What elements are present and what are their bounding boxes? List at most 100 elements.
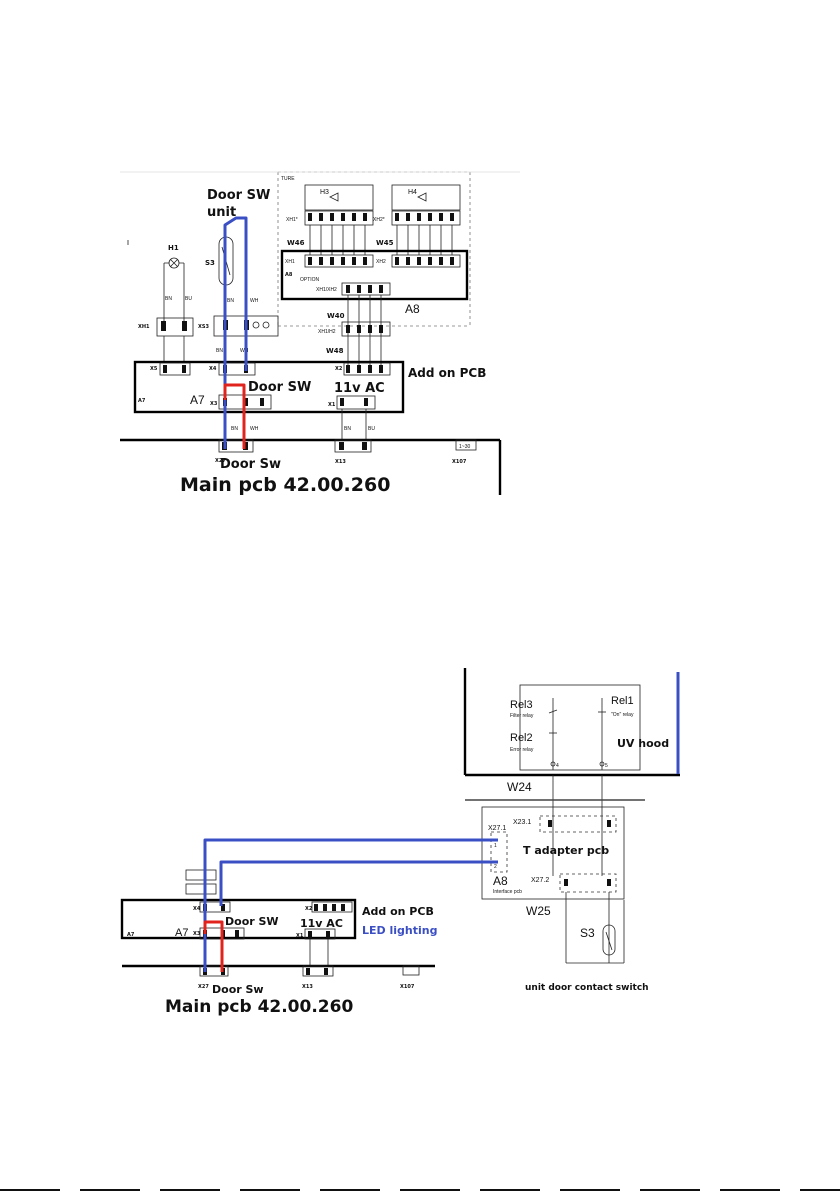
- t-adapter-pcb-box: [481, 806, 625, 900]
- a7-small-label-bottom: A7: [127, 932, 135, 938]
- x3-label: X3: [210, 401, 218, 407]
- a7-small-label-top: A7: [138, 398, 146, 404]
- pin4-label: 4: [556, 763, 559, 769]
- ture-label: TURE: [281, 176, 295, 182]
- add-on-pcb-board-top: [133, 360, 405, 414]
- xh1h2-label: XH1/H2: [318, 329, 336, 335]
- s3-label-top: S3: [205, 259, 215, 267]
- svg-text:1: 1: [494, 843, 497, 849]
- top-diagram: TURE H3 H4 XH1* XH2*: [120, 171, 520, 496]
- x2-label-bottom: X2: [305, 906, 313, 912]
- h4-lamp-box: [391, 184, 461, 211]
- h4-led-icon: [417, 192, 427, 202]
- xs3-label: XS3: [198, 324, 209, 330]
- door-sw-blue-wire-2-bottom: [219, 860, 498, 906]
- unit-door-contact-switch-label: unit door contact switch: [525, 983, 649, 993]
- h1-label: H1: [168, 244, 179, 252]
- rel3-label: Rel3: [510, 699, 533, 711]
- door-sw-low-label-bottom: Door Sw: [212, 983, 264, 996]
- t-adapter-label: T adapter pcb: [523, 844, 609, 857]
- x27-2-label: X27.2: [531, 877, 549, 884]
- xs3-bn-label: BN: [216, 348, 223, 354]
- door-sw-label-top: Door SW: [248, 380, 311, 395]
- x2-label: X2: [335, 366, 343, 372]
- a8-small-label: A8: [285, 272, 293, 278]
- w25-label: W25: [526, 904, 551, 918]
- x3-wh-label: WH: [250, 426, 259, 432]
- s3-label-bottom: S3: [580, 926, 595, 940]
- x107-label-bottom: X107: [400, 984, 415, 990]
- door-sw-low-label-top: Door Sw: [220, 457, 281, 472]
- h1-bu-label: BU: [185, 296, 192, 302]
- a8-label-bottom: A8: [493, 874, 508, 888]
- main-pcb-label-bottom: Main pcb 42.00.260: [165, 997, 353, 1017]
- h4-label: H4: [408, 189, 417, 196]
- door-sw-red-wire-top: [223, 383, 246, 449]
- pin5-label: 5: [605, 763, 608, 769]
- door-sw-label-bottom: Door SW: [225, 915, 279, 928]
- w45-label: W45: [376, 239, 394, 247]
- x13-label-bottom: X13: [302, 984, 313, 990]
- x13-label-top: X13: [335, 459, 346, 465]
- a7-big-label-bottom: A7: [175, 927, 188, 939]
- uv-hood-label: UV hood: [617, 737, 669, 750]
- xh2star-label: XH2*: [373, 217, 385, 223]
- main-pcb-label-top: Main pcb 42.00.260: [180, 474, 390, 496]
- rel2-sub-label: Error relay: [510, 747, 534, 753]
- svg-text:2: 2: [494, 864, 497, 870]
- xh1xh2-label: XH1/XH2: [316, 287, 337, 293]
- rel3-sub-label: Filter relay: [510, 713, 534, 719]
- x3-bn-label: BN: [231, 426, 238, 432]
- door-sw-blue-wire-1-bottom: [203, 838, 498, 972]
- h3-label: H3: [320, 189, 329, 196]
- x4-label-bottom: X4: [193, 906, 201, 912]
- xh1star-label: XH1*: [286, 217, 298, 223]
- add-on-pcb-label-top: Add on PCB: [408, 366, 486, 380]
- option-label: OPTION: [300, 277, 320, 283]
- s3-wh-label: WH: [250, 298, 259, 304]
- rel2-label: Rel2: [510, 732, 533, 744]
- s3-switch-icon-bottom: [602, 924, 616, 956]
- 11v-ac-label-top: 11v AC: [334, 381, 385, 396]
- led-lighting-label: LED lighting: [362, 924, 437, 937]
- w24-label: W24: [507, 780, 532, 794]
- x1-bn-label: BN: [344, 426, 351, 432]
- x5-label: X5: [150, 366, 158, 372]
- x27-label-top: X27: [215, 458, 226, 464]
- x1-bu-label: BU: [368, 426, 375, 432]
- uv-hood-relay-frame: [519, 684, 641, 771]
- s3-bn-label: BN: [227, 298, 234, 304]
- w46-label: W46: [287, 239, 305, 247]
- add-on-pcb-label-bottom: Add on PCB: [362, 905, 434, 918]
- interface-pcb-label: Interface pcb: [493, 889, 522, 895]
- h1-bn-label: BN: [165, 296, 172, 302]
- rel1-label: Rel1: [611, 695, 634, 707]
- 11v-ac-label-bottom: 11v AC: [300, 917, 343, 930]
- x27-label-bottom: X27: [198, 984, 209, 990]
- x107-label-top: X107: [452, 459, 467, 465]
- x1-label-bottom: X1: [296, 933, 304, 939]
- bottom-diagram: Rel3 Filter relay Rel1 "On" relay Rel2 E…: [120, 668, 680, 1017]
- x3-label-bottom: X3: [193, 931, 201, 937]
- a8-big-label: A8: [405, 302, 420, 316]
- h3-led-icon: [329, 192, 339, 202]
- x4-label: X4: [209, 366, 217, 372]
- xh1-label: XH1: [285, 259, 295, 265]
- x23-1-label: X23.1: [513, 819, 531, 826]
- a8-option-board: [280, 249, 469, 301]
- door-sw-unit-line1: Door SW: [207, 188, 270, 203]
- door-sw-red-wire-bottom: [203, 920, 224, 972]
- xs3-wh-label: WH: [240, 348, 249, 354]
- rel1-sub-label: "On" relay: [611, 712, 634, 718]
- add-on-pcb-board-bottom: [120, 898, 357, 940]
- a7-big-label-top: A7: [190, 393, 205, 407]
- xh1-left-label: XH1: [138, 324, 150, 330]
- xh2-label: XH2: [376, 259, 386, 265]
- x27-1-label: X27.1: [488, 825, 506, 832]
- x107-box-top: 1~30: [459, 444, 470, 450]
- w40-label: W40: [327, 312, 345, 320]
- h3-lamp-box: [304, 184, 374, 211]
- w48-label: W48: [326, 347, 344, 355]
- x1-label: X1: [328, 402, 336, 408]
